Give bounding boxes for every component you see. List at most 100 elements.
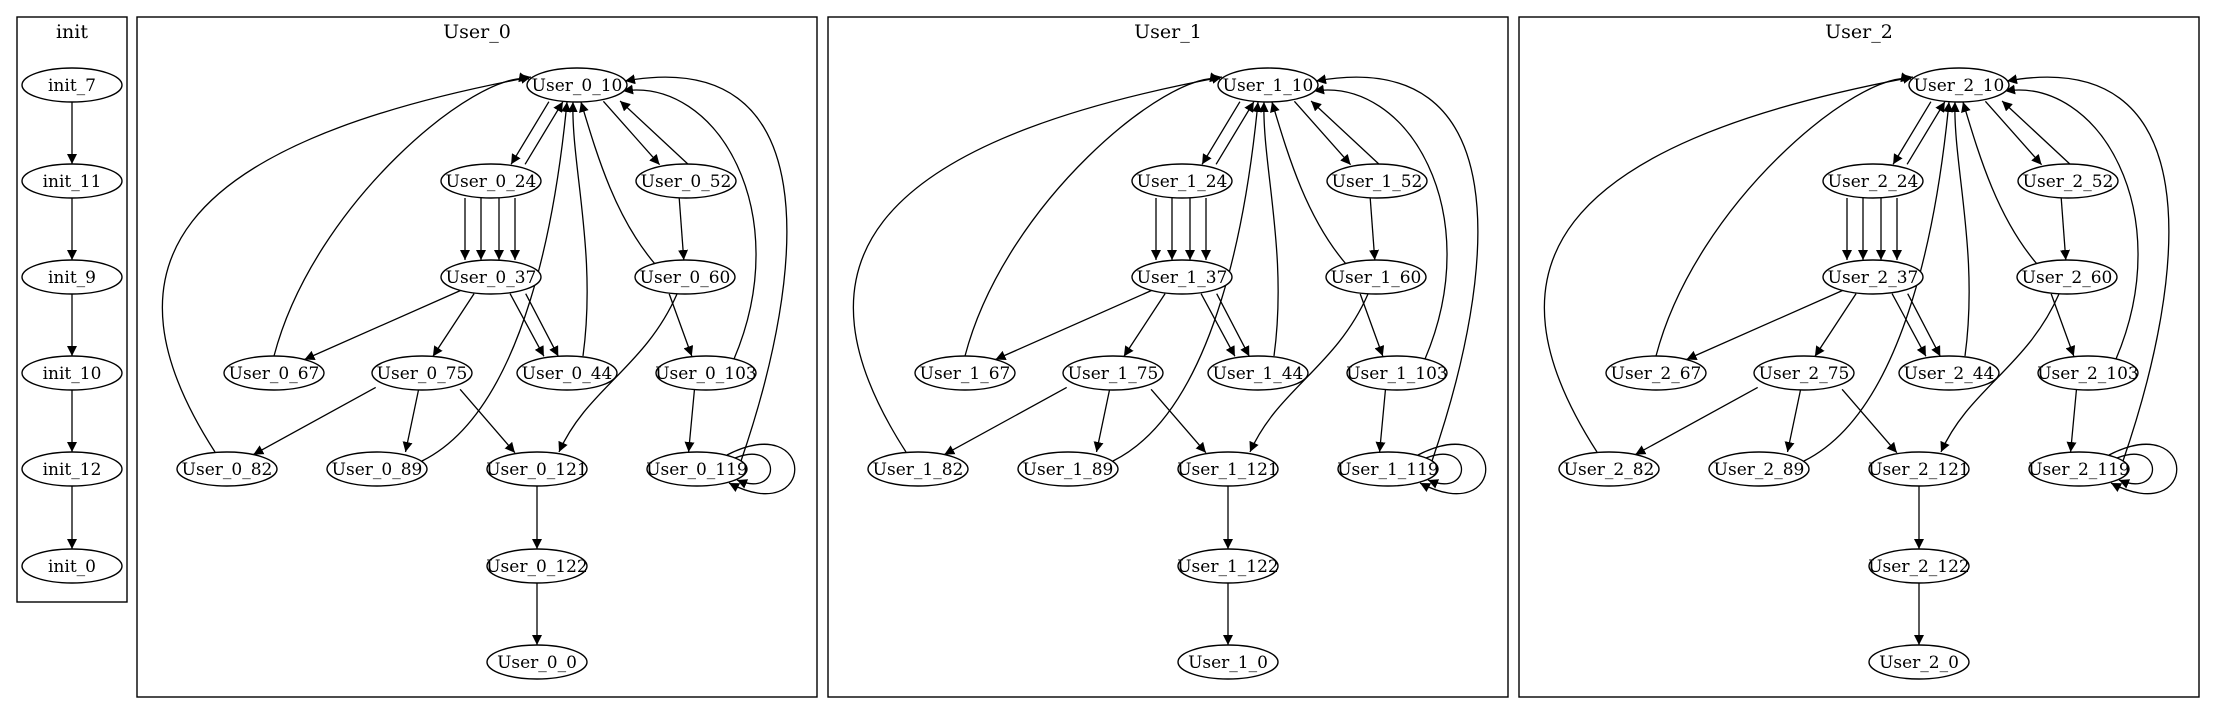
state-node: init_7 <box>21 67 123 103</box>
state-node: User_1_24 <box>1131 163 1233 199</box>
state-node-ellipse <box>1822 259 1924 295</box>
state-node-ellipse <box>223 355 325 391</box>
state-node-label: User_0_60 <box>640 268 731 288</box>
state-node-label: User_2_37 <box>1828 268 1919 288</box>
state-node-ellipse <box>2016 259 2118 295</box>
state-node: User_0_82 <box>176 451 278 487</box>
edge-arrow <box>964 72 1221 357</box>
edge-arrow <box>1417 443 1487 495</box>
state-node-label: User_0_0 <box>497 653 577 673</box>
edge-arrow <box>2001 100 2072 166</box>
cluster-user-box <box>827 16 1509 698</box>
edge-arrow <box>602 100 661 166</box>
state-node-ellipse <box>21 163 123 199</box>
edge-arrow <box>1891 293 1927 357</box>
state-node: User_2_10 <box>1908 67 2010 103</box>
state-node-label: User_1_37 <box>1137 268 1228 288</box>
cluster-init-title: init <box>56 21 88 43</box>
state-node-label: User_2_119 <box>2028 460 2130 480</box>
state-node-ellipse <box>21 259 123 295</box>
state-node: User_0_0 <box>486 644 588 680</box>
state-node-ellipse <box>440 259 542 295</box>
edge-arrow <box>622 84 757 360</box>
state-node-label: User_2_89 <box>1714 460 1805 480</box>
state-node-label: User_1_103 <box>1346 364 1448 384</box>
edge-arrow <box>1375 389 1387 453</box>
edge-arrow <box>1892 101 1932 165</box>
edge-arrow <box>1215 101 1255 165</box>
state-node: User_0_37 <box>440 259 542 295</box>
state-node-label: init_11 <box>43 172 102 192</box>
state-node: User_1_103 <box>1346 355 1448 391</box>
edge-arrow <box>684 389 696 453</box>
state-node-ellipse <box>526 67 628 103</box>
state-node: User_0_10 <box>526 67 628 103</box>
edge-arrow <box>1814 293 1857 357</box>
edge-arrow <box>1112 101 1263 462</box>
state-node-ellipse <box>1325 259 1427 295</box>
state-node: User_2_119 <box>2028 451 2130 487</box>
state-node-ellipse <box>326 451 428 487</box>
state-node-ellipse <box>1708 451 1810 487</box>
state-node-label: User_0_24 <box>446 172 537 192</box>
edge-arrow <box>579 101 656 265</box>
state-node: User_2_0 <box>1868 644 1970 680</box>
edge-arrow <box>624 74 788 462</box>
state-node-ellipse <box>867 451 969 487</box>
state-node-label: User_0_82 <box>182 460 273 480</box>
state-node-ellipse <box>486 451 588 487</box>
state-node: User_2_37 <box>1822 259 1924 295</box>
edge-arrow <box>1201 101 1241 165</box>
edge-arrow <box>1313 84 1448 360</box>
state-node: User_2_24 <box>1822 163 1924 199</box>
state-node: User_1_37 <box>1131 259 1233 295</box>
state-node-label: User_2_52 <box>2023 172 2114 192</box>
edge-arrow <box>1686 289 1843 361</box>
state-node-label: User_2_122 <box>1868 557 1970 577</box>
state-node-ellipse <box>1753 355 1855 391</box>
state-node-ellipse <box>1822 163 1924 199</box>
state-node-ellipse <box>1908 67 2010 103</box>
state-node-ellipse <box>21 67 123 103</box>
state-node-ellipse <box>1558 451 1660 487</box>
state-node-label: init_9 <box>48 268 96 288</box>
edge-arrow <box>510 101 550 165</box>
state-node-ellipse <box>1177 451 1279 487</box>
state-node-ellipse <box>176 451 278 487</box>
edge-arrow <box>1784 389 1802 453</box>
edge-arrow <box>1123 293 1166 357</box>
edge-arrow <box>1200 293 1236 357</box>
edge-arrow <box>2050 293 2076 357</box>
state-node: User_1_121 <box>1177 451 1279 487</box>
edge-arrow <box>1984 100 2043 166</box>
state-node-ellipse <box>1217 67 1319 103</box>
state-node-ellipse <box>21 451 123 487</box>
edge-arrow <box>509 293 545 357</box>
edge-arrow <box>995 289 1152 361</box>
state-node-ellipse <box>1868 548 1970 584</box>
state-node-label: User_0_10 <box>532 76 623 96</box>
edge-arrow <box>1634 386 1759 456</box>
state-node-label: User_2_75 <box>1759 364 1850 384</box>
state-node-label: User_0_119 <box>646 460 748 480</box>
edge-arrow <box>1270 101 1347 265</box>
state-node-label: User_1_82 <box>873 460 964 480</box>
state-node-ellipse <box>1131 163 1233 199</box>
state-node-label: User_1_67 <box>920 364 1011 384</box>
edge-arrow <box>252 386 377 456</box>
state-node-label: User_0_75 <box>377 364 468 384</box>
edge-arrow <box>734 453 772 489</box>
state-node-label: User_1_122 <box>1177 557 1279 577</box>
state-node-label: User_1_10 <box>1223 76 1314 96</box>
edge-arrow <box>273 72 530 357</box>
state-node: User_2_121 <box>1868 451 1970 487</box>
edge-arrow <box>678 197 689 261</box>
state-node: User_1_89 <box>1017 451 1119 487</box>
state-node-label: User_0_103 <box>655 364 757 384</box>
edge-arrow <box>726 443 796 495</box>
state-node: User_0_67 <box>223 355 325 391</box>
state-node-ellipse <box>486 548 588 584</box>
state-node-ellipse <box>635 163 737 199</box>
state-node: User_1_82 <box>867 451 969 487</box>
